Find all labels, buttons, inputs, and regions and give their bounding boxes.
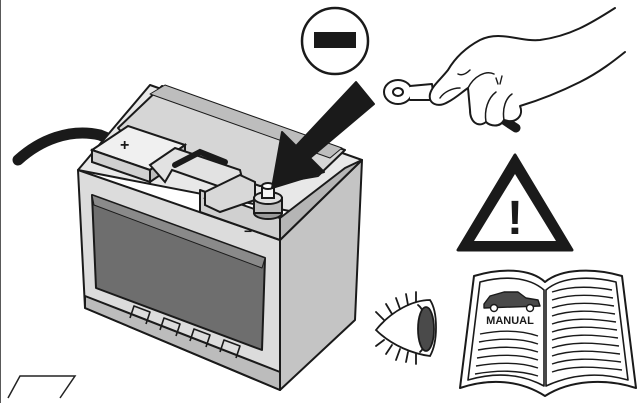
arrow-to-negative-terminal [271,81,375,189]
negative-terminal-icon [300,6,370,76]
car-icon [483,291,541,313]
manual-left-page-lines [474,330,539,377]
manual-book-icon: MANUAL [459,269,637,397]
eye-icon [374,291,437,365]
positive-sign: + [120,137,129,154]
frame [0,0,77,403]
warning-mark: ! [507,192,523,245]
negative-sign: − [244,223,252,239]
manual-label: MANUAL [486,315,534,327]
warning-triangle-icon: ! [456,153,574,252]
manual-right-page-lines [551,286,623,373]
battery-base-ridges [129,305,241,359]
negative-terminal: − [204,173,283,239]
battery-cable [12,127,118,166]
hand-holding-terminal-icon [383,7,626,133]
